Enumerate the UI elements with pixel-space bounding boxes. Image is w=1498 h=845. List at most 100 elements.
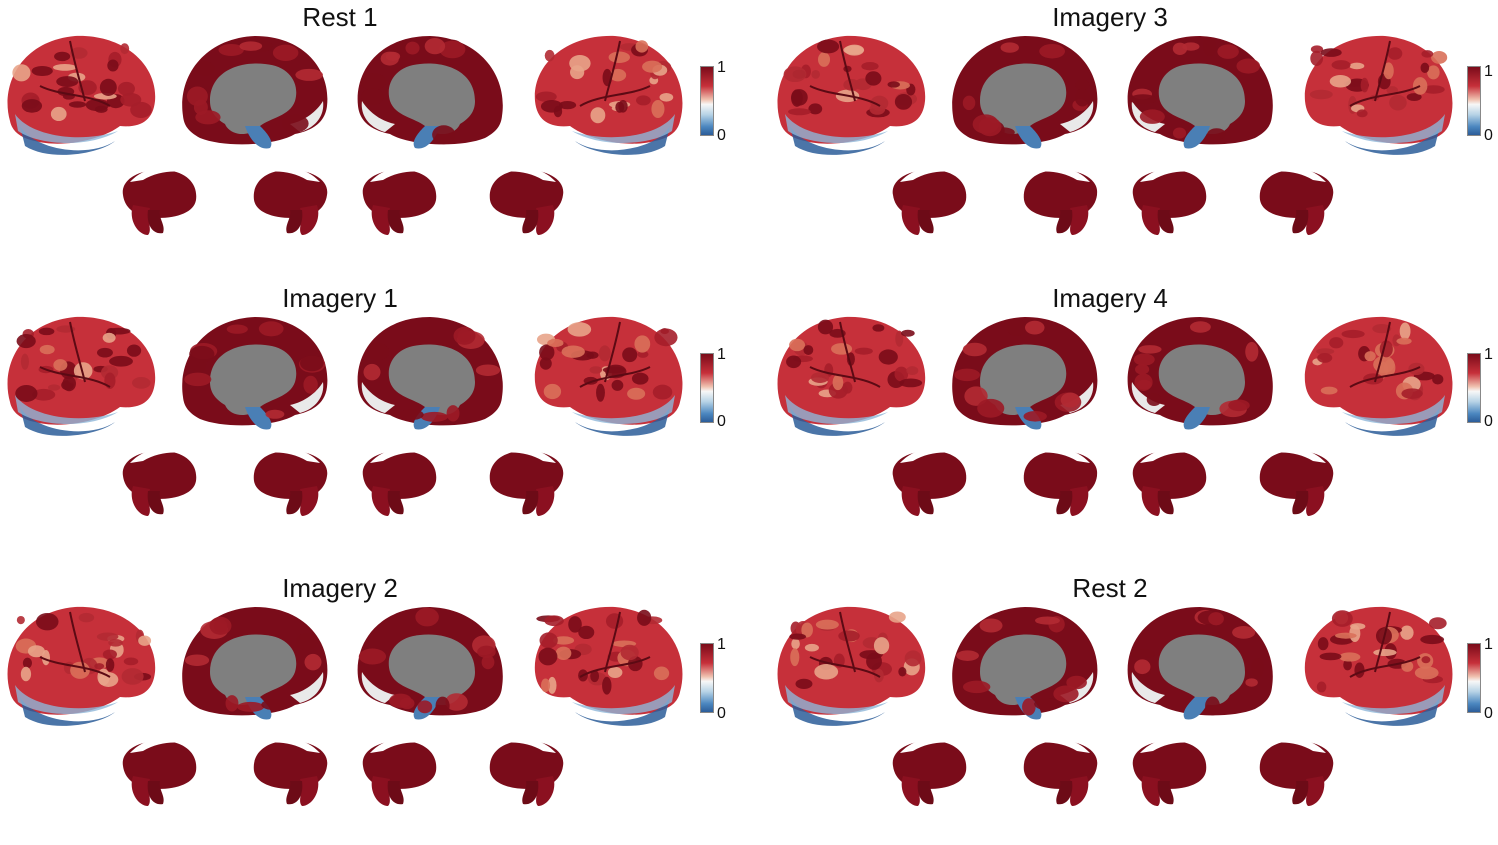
parcel <box>634 335 651 353</box>
medial-wall <box>210 63 297 135</box>
parcel <box>637 609 652 626</box>
parcel <box>561 345 585 358</box>
parcel <box>843 45 864 55</box>
parcel <box>887 81 900 88</box>
parcel <box>1386 86 1398 95</box>
temporal-region-light <box>1342 685 1445 715</box>
parcel <box>16 615 25 625</box>
parcel <box>978 117 1002 137</box>
lateral-cortex-view <box>777 35 926 155</box>
parcel <box>1310 45 1324 54</box>
parcel <box>1245 341 1259 362</box>
parcel <box>901 329 915 337</box>
occipital-region <box>1131 672 1165 703</box>
subcortical-view <box>252 737 328 806</box>
medial-wall <box>388 63 475 135</box>
occipital-region <box>361 672 395 703</box>
parcel <box>481 655 495 670</box>
parcel <box>1134 373 1153 391</box>
medial-wall <box>1158 634 1245 706</box>
subcortical-view <box>488 447 564 516</box>
amygdala <box>147 781 164 805</box>
parcel <box>424 38 446 55</box>
parcel <box>1350 623 1366 630</box>
parcel <box>1431 51 1448 64</box>
medial-cortex-view <box>357 36 503 149</box>
thalamus-striatum <box>489 450 564 499</box>
parcel <box>1245 678 1258 687</box>
parcel <box>1396 337 1412 345</box>
parcel <box>535 91 557 102</box>
subcortical-view <box>488 166 564 235</box>
temporal-region <box>575 126 670 155</box>
panel-imagery-2: Imagery 2 1 0 <box>0 571 749 845</box>
thalamus-striatum <box>122 740 197 789</box>
parcel <box>1034 616 1060 625</box>
sulcus <box>579 366 651 388</box>
parcel <box>578 625 595 640</box>
parcel <box>607 666 623 678</box>
ventricle-gap <box>1258 166 1326 182</box>
parcel <box>869 103 886 115</box>
medial-cortex-view <box>1127 36 1273 149</box>
parcel <box>1420 62 1430 73</box>
parcel <box>47 384 61 391</box>
parcel <box>795 678 813 689</box>
colorbar <box>1467 353 1481 423</box>
sulcus <box>1374 40 1391 102</box>
medial-wall <box>388 634 475 706</box>
parcel <box>54 51 71 62</box>
temporal-region <box>20 697 115 726</box>
lateral-cortex-view <box>1304 35 1453 155</box>
parcel <box>1022 698 1036 716</box>
thalamus-striatum <box>1259 450 1334 499</box>
parcel <box>1406 93 1422 101</box>
thalamus-striatum <box>122 450 197 499</box>
subcortical-view <box>1022 166 1098 235</box>
parcel <box>1356 109 1368 118</box>
parcel <box>1399 322 1411 340</box>
sulcus <box>809 85 881 107</box>
parcel <box>811 70 820 79</box>
parcel <box>539 632 558 649</box>
sulcus <box>39 656 111 678</box>
parcel <box>1343 659 1352 671</box>
parcel <box>399 697 415 710</box>
parcel <box>962 95 976 111</box>
sulcus <box>839 611 856 673</box>
hippocampus <box>300 205 319 235</box>
subcortical-view <box>252 447 328 516</box>
parcel <box>817 39 840 54</box>
parcel <box>1341 329 1365 339</box>
thalamus-striatum <box>892 740 967 789</box>
parcel <box>1421 656 1431 664</box>
parcel <box>1000 42 1019 53</box>
parcel <box>1317 637 1329 651</box>
hippocampus <box>371 776 390 806</box>
parcel <box>1232 626 1256 639</box>
ventricle-gap <box>1258 447 1326 463</box>
medial-wall <box>980 634 1067 706</box>
colorbar-max-label: 1 <box>717 346 726 363</box>
parcel <box>27 645 45 658</box>
parcel <box>1428 617 1447 630</box>
parcel <box>385 51 401 61</box>
parcel <box>1066 675 1087 690</box>
subcortical-view <box>122 737 198 806</box>
parcel <box>1329 337 1344 349</box>
ventricle-gap <box>1022 737 1090 753</box>
parcel <box>239 41 263 51</box>
parcel <box>808 103 823 115</box>
lateral-cortex-view <box>534 35 683 155</box>
parcel <box>52 63 77 71</box>
temporal-region-light <box>15 685 118 715</box>
parcel <box>439 40 466 59</box>
thalamus-striatum <box>362 450 437 499</box>
parcel <box>602 366 626 374</box>
subcortical-view <box>892 737 968 806</box>
ventricle-gap <box>1140 447 1208 463</box>
thalamus-striatum <box>253 740 328 789</box>
parcel <box>360 72 387 91</box>
parcel <box>300 355 324 372</box>
colorbar-min-label: 0 <box>717 127 726 144</box>
